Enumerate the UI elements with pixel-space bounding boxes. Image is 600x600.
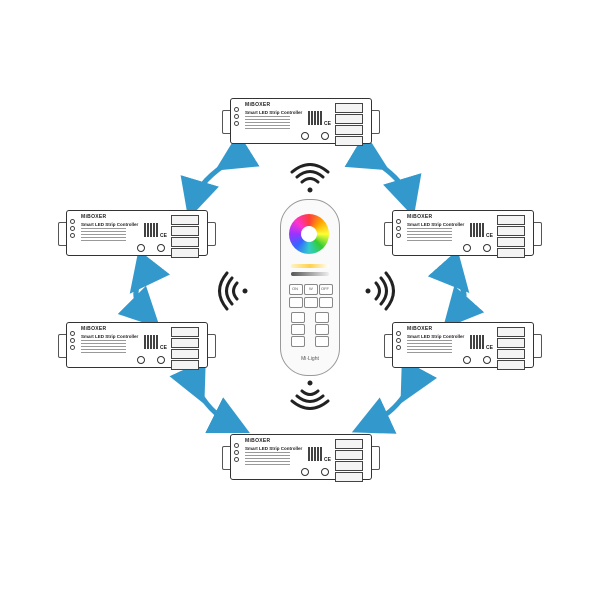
remote-brand: Mi·Light [301,356,319,362]
controller-brand: MiBOXER [407,214,433,220]
qr-code-icon [144,335,158,349]
mode-button [289,297,303,308]
controller-title: Smart LED Strip Controller [81,222,139,227]
ce-mark: CE [160,345,167,351]
controller-brand: MiBOXER [81,326,107,332]
zone-button [315,324,329,335]
qr-code-icon [308,447,322,461]
arrow-mid-right [427,249,485,329]
button-icon [483,356,491,364]
zone-button [291,336,305,347]
brightness-bar [291,272,329,276]
controller-brand: MiBOXER [245,438,271,444]
mode-button [304,297,318,308]
button-icon [137,356,145,364]
qr-code-icon [470,335,484,349]
rgb-color-wheel-icon [289,214,329,254]
wifi-signal-icon-bottom [290,380,330,410]
white-button: W [304,284,318,295]
qr-code-icon [470,223,484,237]
arrow-bottom-left [169,359,250,433]
wifi-signal-icon-left [218,271,248,311]
arrow-top-left [180,132,260,220]
button-icon [321,132,329,140]
led-controller-bottom: MiBOXER Smart LED Strip Controller CE [222,434,380,482]
led-controller-left-lower: MiBOXER Smart LED Strip Controller CE [58,322,216,370]
button-icon [157,356,165,364]
led-controller-right-lower: MiBOXER Smart LED Strip Controller CE [384,322,542,370]
zone-button [315,336,329,347]
zone-button [291,324,305,335]
button-icon [301,468,309,476]
button-icon [463,244,471,252]
ce-mark: CE [324,457,331,463]
controller-brand: MiBOXER [245,102,271,108]
rgb-remote: ON W OFF Mi·Light [280,199,340,376]
qr-code-icon [144,223,158,237]
controller-title: Smart LED Strip Controller [245,446,303,451]
ce-mark: CE [324,121,331,127]
led-controller-left-upper: MiBOXER Smart LED Strip Controller CE [58,210,216,258]
wifi-signal-icon-right [365,271,395,311]
zone-button [315,312,329,323]
color-temp-bar [291,264,329,268]
button-icon [463,356,471,364]
controller-brand: MiBOXER [81,214,107,220]
zone-button [291,312,305,323]
arrow-bottom-right [351,358,438,434]
controller-title: Smart LED Strip Controller [407,334,465,339]
on-button: ON [289,284,303,295]
arrow-top-right [344,132,422,218]
button-icon [321,468,329,476]
qr-code-icon [308,111,322,125]
wifi-signal-icon-top [290,163,330,193]
off-button: OFF [319,284,333,295]
button-icon [301,132,309,140]
arrow-mid-left [117,249,171,329]
led-controller-right-upper: MiBOXER Smart LED Strip Controller CE [384,210,542,258]
controller-title: Smart LED Strip Controller [407,222,465,227]
mode-button [319,297,333,308]
controller-title: Smart LED Strip Controller [245,110,303,115]
ce-mark: CE [486,345,493,351]
led-controller-top: MiBOXER Smart LED Strip Controller CE [222,98,380,146]
ce-mark: CE [160,233,167,239]
button-icon [157,244,165,252]
controller-title: Smart LED Strip Controller [81,334,139,339]
button-icon [137,244,145,252]
ce-mark: CE [486,233,493,239]
controller-brand: MiBOXER [407,326,433,332]
button-icon [483,244,491,252]
